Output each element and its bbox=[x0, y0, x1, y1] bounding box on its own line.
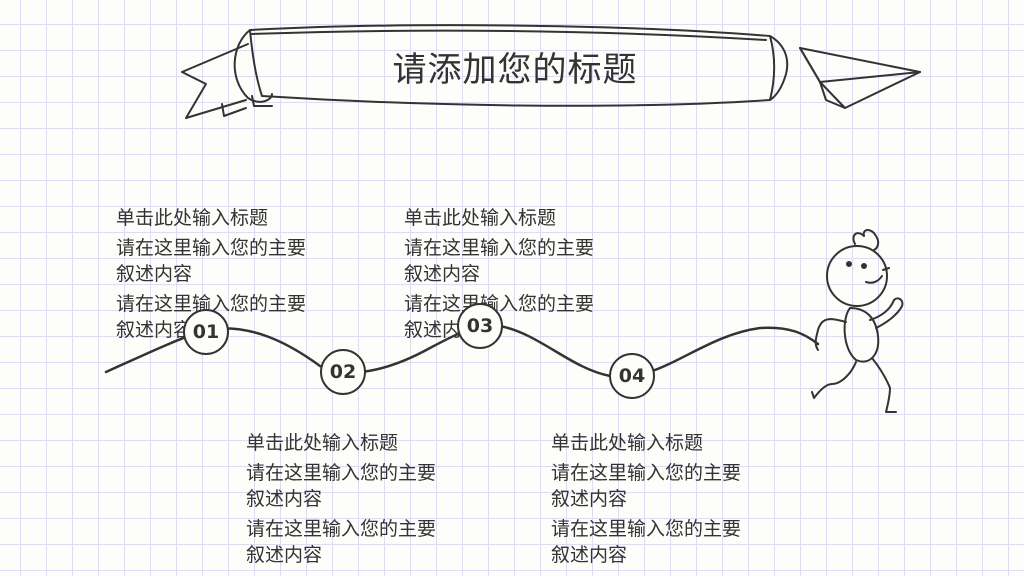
timeline-item-heading: 单击此处输入标题 bbox=[551, 432, 704, 454]
timeline-item-para: 请在这里输入您的主要叙述内容 bbox=[246, 518, 437, 566]
timeline-node-3: 03 bbox=[457, 303, 503, 349]
timeline-node-4: 04 bbox=[609, 353, 655, 399]
slide-title: 请添加您的标题 bbox=[392, 50, 638, 90]
timeline-item-para: 请在这里输入您的主要叙述内容 bbox=[116, 237, 307, 285]
paper-plane-icon bbox=[799, 47, 921, 109]
timeline-item-heading: 单击此处输入标题 bbox=[246, 432, 399, 454]
timeline-item-1-text: 单击此处输入标题 请在这里输入您的主要叙述内容 请在这里输入您的主要叙述内容 bbox=[116, 205, 316, 347]
timeline-item-para: 请在这里输入您的主要叙述内容 bbox=[404, 237, 595, 285]
timeline-item-2-text: 单击此处输入标题 请在这里输入您的主要叙述内容 请在这里输入您的主要叙述内容 bbox=[246, 430, 446, 572]
timeline-item-para: 请在这里输入您的主要叙述内容 bbox=[551, 462, 742, 510]
timeline-item-para: 请在这里输入您的主要叙述内容 bbox=[246, 462, 437, 510]
timeline-node-1: 01 bbox=[183, 309, 229, 355]
running-figure-icon bbox=[811, 229, 904, 413]
banner-ribbon-icon bbox=[181, 24, 789, 119]
timeline-item-para: 请在这里输入您的主要叙述内容 bbox=[551, 518, 742, 566]
timeline-item-3-text: 单击此处输入标题 请在这里输入您的主要叙述内容 请在这里输入您的主要叙述内容 bbox=[404, 205, 604, 347]
timeline-node-2: 02 bbox=[320, 349, 366, 395]
timeline-item-heading: 单击此处输入标题 bbox=[404, 207, 557, 229]
timeline-item-para: 请在这里输入您的主要叙述内容 bbox=[116, 293, 307, 341]
timeline-item-heading: 单击此处输入标题 bbox=[116, 207, 269, 229]
timeline-item-para: 请在这里输入您的主要叙述内容 bbox=[404, 293, 595, 341]
timeline-item-4-text: 单击此处输入标题 请在这里输入您的主要叙述内容 请在这里输入您的主要叙述内容 bbox=[551, 430, 751, 572]
